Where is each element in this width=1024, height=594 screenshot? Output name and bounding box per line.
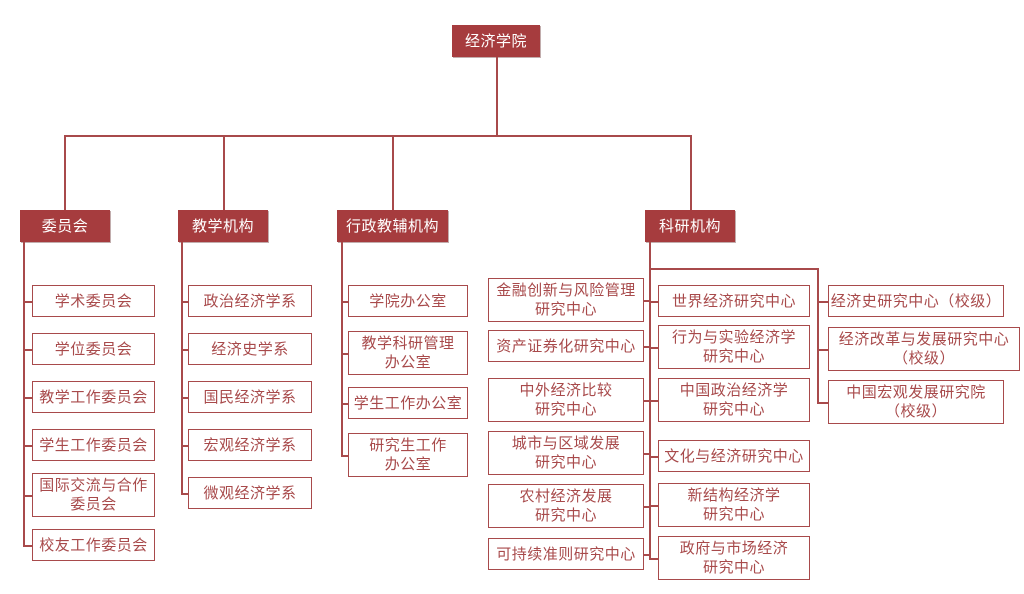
- org-node: 世界经济研究中心: [658, 285, 810, 317]
- org-node: 经济史学系: [188, 333, 312, 365]
- branch-node-teaching: 教学机构: [178, 210, 268, 242]
- org-node: 学术委员会: [32, 285, 155, 317]
- org-node: 学生工作办公室: [348, 387, 468, 419]
- org-node: 经济改革与发展研究中心 （校级）: [828, 327, 1020, 371]
- connector-line: [23, 495, 32, 497]
- org-node: 学位委员会: [32, 333, 155, 365]
- connector-line: [181, 349, 188, 351]
- connector-line: [644, 554, 649, 556]
- org-node: 可持续准则研究中心: [488, 538, 644, 570]
- org-node: 文化与经济研究中心: [658, 440, 810, 472]
- connector-line: [23, 349, 32, 351]
- org-node: 城市与区域发展 研究中心: [488, 431, 644, 475]
- org-node: 中外经济比较 研究中心: [488, 378, 644, 422]
- connector-line: [817, 402, 828, 404]
- connector-line: [341, 301, 348, 303]
- org-node: 政治经济学系: [188, 285, 312, 317]
- connector-line: [649, 268, 817, 270]
- org-node: 宏观经济学系: [188, 429, 312, 461]
- connector-line: [23, 301, 32, 303]
- branch-node-admin: 行政教辅机构: [337, 210, 448, 242]
- connector-line: [817, 268, 819, 402]
- connector-line: [23, 242, 25, 545]
- connector-line: [392, 135, 394, 210]
- org-node: 资产证券化研究中心: [488, 330, 644, 362]
- connector-line: [817, 349, 828, 351]
- org-node: 教学工作委员会: [32, 381, 155, 413]
- connector-line: [644, 400, 649, 402]
- org-node: 政府与市场经济 研究中心: [658, 536, 810, 580]
- connector-line: [341, 403, 348, 405]
- connector-line: [817, 301, 828, 303]
- connector-line: [644, 300, 649, 302]
- connector-line: [181, 301, 188, 303]
- connector-line: [496, 57, 498, 135]
- connector-line: [649, 400, 658, 402]
- connector-line: [690, 135, 692, 210]
- connector-line: [649, 558, 658, 560]
- org-node: 校友工作委员会: [32, 529, 155, 561]
- org-node: 国民经济学系: [188, 381, 312, 413]
- connector-line: [181, 445, 188, 447]
- connector-line: [23, 445, 32, 447]
- org-node: 中国宏观发展研究院 （校级）: [828, 380, 1004, 424]
- branch-node-research: 科研机构: [645, 210, 735, 242]
- connector-line: [181, 242, 183, 493]
- org-node: 行为与实验经济学 研究中心: [658, 325, 810, 369]
- org-node: 学生工作委员会: [32, 429, 155, 461]
- connector-line: [341, 353, 348, 355]
- connector-line: [649, 505, 658, 507]
- connector-line: [23, 397, 32, 399]
- org-node: 中国政治经济学 研究中心: [658, 378, 810, 422]
- connector-line: [181, 493, 188, 495]
- org-node: 研究生工作 办公室: [348, 433, 468, 477]
- org-node: 微观经济学系: [188, 477, 312, 509]
- connector-line: [644, 506, 649, 508]
- branch-node-committees: 委员会: [20, 210, 110, 242]
- connector-line: [649, 456, 658, 458]
- connector-line: [223, 135, 225, 210]
- org-node: 国际交流与合作 委员会: [32, 473, 155, 517]
- connector-line: [649, 301, 658, 303]
- connector-line: [644, 453, 649, 455]
- org-node: 金融创新与风险管理 研究中心: [488, 278, 644, 322]
- org-node: 教学科研管理 办公室: [348, 331, 468, 375]
- connector-line: [649, 347, 658, 349]
- connector-line: [181, 397, 188, 399]
- connector-line: [341, 242, 343, 455]
- connector-line: [23, 545, 32, 547]
- connector-line: [64, 135, 691, 137]
- org-node: 学院办公室: [348, 285, 468, 317]
- connector-line: [64, 135, 66, 210]
- connector-line: [644, 346, 649, 348]
- org-node: 农村经济发展 研究中心: [488, 484, 644, 528]
- root-node: 经济学院: [452, 25, 540, 57]
- org-node: 新结构经济学 研究中心: [658, 483, 810, 527]
- org-node: 经济史研究中心（校级）: [828, 285, 1004, 317]
- connector-line: [341, 455, 348, 457]
